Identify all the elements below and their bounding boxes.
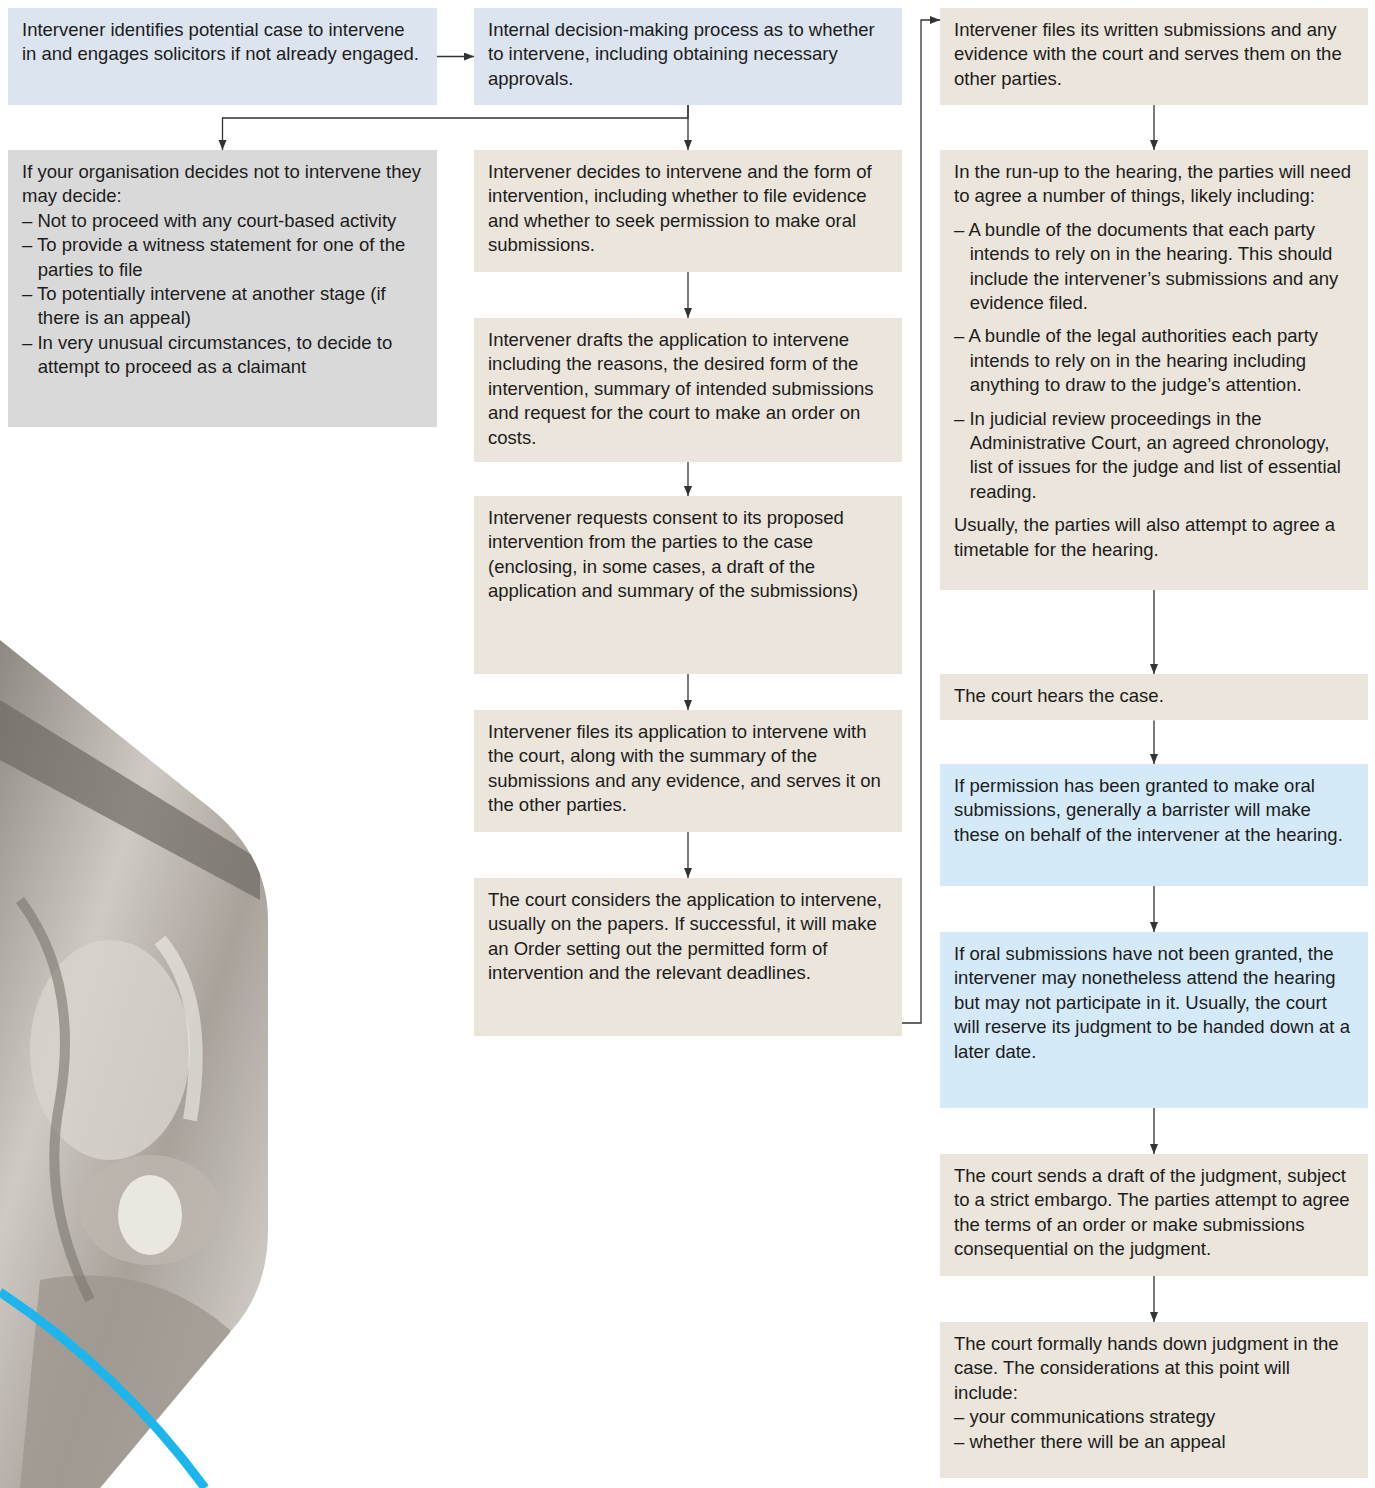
- process-box: If your organisation decides not to inte…: [8, 150, 437, 427]
- process-box: Intervener files its written submissions…: [940, 8, 1368, 105]
- box-text: Usually, the parties will also attempt t…: [954, 513, 1354, 562]
- flow-arrow: [223, 105, 689, 150]
- list-item: – Not to proceed with any court-based ac…: [22, 209, 423, 233]
- box-text: The court hears the case.: [954, 684, 1354, 708]
- flow-arrow: [687, 272, 688, 318]
- process-box: Intervener drafts the application to int…: [474, 318, 902, 462]
- flow-arrow: [687, 832, 688, 878]
- box-text: The court sends a draft of the judgment,…: [954, 1164, 1354, 1262]
- box-text: If oral submissions have not been grante…: [954, 942, 1354, 1064]
- process-box: If permission has been granted to make o…: [940, 764, 1368, 886]
- accent-curve: [0, 1292, 205, 1488]
- box-text: Intervener files its written submissions…: [954, 18, 1354, 91]
- flow-arrow: [687, 674, 688, 710]
- list-item: – A bundle of the legal authorities each…: [954, 324, 1354, 397]
- flow-arrow: [1153, 1276, 1154, 1322]
- flow-arrow: [687, 105, 688, 150]
- flow-arrow: [687, 462, 688, 496]
- box-text: If your organisation decides not to inte…: [22, 160, 423, 209]
- process-box: Intervener files its application to inte…: [474, 710, 902, 832]
- list-item: – In very unusual circumstances, to deci…: [22, 331, 423, 380]
- flow-arrow: [437, 56, 474, 57]
- flow-arrow: [1153, 886, 1154, 932]
- flow-arrow: [1153, 720, 1154, 764]
- box-text: Internal decision-making process as to w…: [488, 18, 888, 91]
- list-item: – In judicial review proceedings in the …: [954, 407, 1354, 505]
- flow-arrow: [1153, 105, 1154, 150]
- box-text: Intervener decides to intervene and the …: [488, 160, 888, 258]
- flow-arrow: [902, 20, 940, 1023]
- process-box: Intervener identifies potential case to …: [8, 8, 437, 105]
- box-text: Intervener files its application to inte…: [488, 720, 888, 818]
- box-text: Intervener requests consent to its propo…: [488, 506, 888, 604]
- process-box: In the run-up to the hearing, the partie…: [940, 150, 1368, 590]
- box-text: Intervener identifies potential case to …: [22, 18, 423, 67]
- flow-arrow: [1153, 1108, 1154, 1154]
- process-box: If oral submissions have not been grante…: [940, 932, 1368, 1108]
- process-box: Internal decision-making process as to w…: [474, 8, 902, 105]
- process-box: The court considers the application to i…: [474, 878, 902, 1036]
- box-text: – whether there will be an appeal: [954, 1430, 1354, 1454]
- sculpture-photo: [0, 620, 280, 1488]
- process-box: Intervener decides to intervene and the …: [474, 150, 902, 272]
- box-text: If permission has been granted to make o…: [954, 774, 1354, 847]
- box-text: Intervener drafts the application to int…: [488, 328, 888, 450]
- box-text: In the run-up to the hearing, the partie…: [954, 160, 1354, 209]
- process-box: The court hears the case.: [940, 674, 1368, 720]
- process-box: The court sends a draft of the judgment,…: [940, 1154, 1368, 1276]
- list-item: – To provide a witness statement for one…: [22, 233, 423, 282]
- box-text: – your communications strategy: [954, 1405, 1354, 1429]
- list-item: – A bundle of the documents that each pa…: [954, 218, 1354, 316]
- box-text: The court considers the application to i…: [488, 888, 888, 986]
- box-text: The court formally hands down judgment i…: [954, 1332, 1354, 1405]
- process-box: The court formally hands down judgment i…: [940, 1322, 1368, 1478]
- flow-arrow: [1153, 590, 1154, 674]
- process-box: Intervener requests consent to its propo…: [474, 496, 902, 674]
- list-item: – To potentially intervene at another st…: [22, 282, 423, 331]
